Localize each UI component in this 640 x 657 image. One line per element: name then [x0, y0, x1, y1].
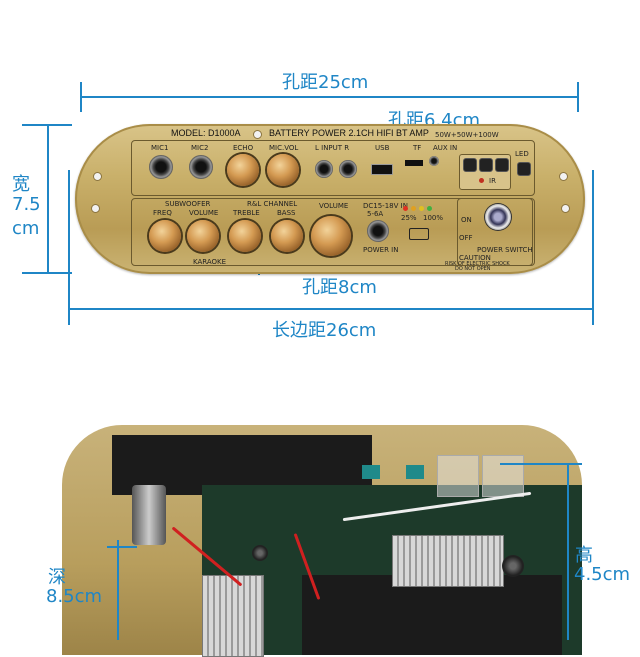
on-label: ON — [461, 216, 472, 224]
volume-main-knob[interactable] — [311, 216, 351, 256]
usb-label: USB — [375, 144, 390, 152]
aux-in-jack[interactable] — [429, 156, 439, 166]
usb-port[interactable] — [371, 164, 393, 175]
battery-led-2 — [411, 206, 416, 211]
battery-led-1 — [403, 206, 408, 211]
echo-label: ECHO — [233, 144, 254, 152]
bass-label: BASS — [277, 209, 296, 217]
battery-led-4 — [427, 206, 432, 211]
volume-sub-knob[interactable] — [187, 220, 219, 252]
amplifier-front-panel: MODEL: D1000A BATTERY POWER 2.1CH HIFI B… — [75, 124, 585, 274]
mount-hole-bottom-left — [91, 204, 100, 213]
dim-line-25cm — [80, 96, 579, 98]
led-button[interactable] — [517, 162, 531, 176]
mount-hole-top-left — [93, 172, 102, 181]
pct-100-label: 100% — [423, 214, 444, 222]
echo-knob[interactable] — [227, 154, 259, 186]
freq-knob[interactable] — [149, 220, 181, 252]
bass-knob[interactable] — [271, 220, 303, 252]
power-switch-label: POWER SWITCH — [477, 246, 533, 254]
mount-hole-bottom-right — [561, 204, 570, 213]
karaoke-label: KARAOKE — [193, 258, 227, 266]
mic2-label: MIC2 — [191, 144, 209, 152]
volume-main-label: VOLUME — [319, 202, 349, 210]
dim-label-25cm: 孔距25cm — [282, 72, 369, 93]
dim-label-depth-1: 深 — [48, 567, 66, 588]
dim-line-height — [567, 463, 569, 640]
dc-amp-label: 5-6A — [367, 210, 384, 218]
mount-hole-top-right — [559, 172, 568, 181]
dim-label-depth-2: 8.5cm — [46, 586, 103, 607]
input-r-jack[interactable] — [339, 160, 357, 178]
dim-label-height-2: 4.5cm — [574, 564, 631, 585]
pcb-lower — [302, 575, 562, 655]
ir-led — [479, 178, 484, 183]
battery-icon — [409, 228, 429, 240]
relay-2 — [482, 455, 524, 497]
mic-vol-label: MIC.VOL — [269, 144, 299, 152]
mic-vol-knob[interactable] — [267, 154, 299, 186]
power-rating: 50W+50W+100W — [435, 131, 499, 139]
mic1-label: MIC1 — [151, 144, 169, 152]
teal-connector-1 — [362, 465, 380, 479]
pct-25-label: 25% — [401, 214, 417, 222]
caution-label: CAUTION — [459, 254, 491, 262]
dim-line-26cm — [68, 308, 594, 310]
tf-label: TF — [413, 144, 422, 152]
dim-label-height-1: 高 — [575, 545, 593, 566]
aux-in-label: AUX IN — [433, 144, 458, 152]
volume-sub-label: VOLUME — [189, 209, 219, 217]
top-control-section — [131, 140, 535, 196]
capacitor-2 — [252, 545, 268, 561]
dim-26-right-tick — [592, 170, 594, 325]
dim-line-depth — [117, 540, 119, 640]
dim-depth-tick — [107, 546, 137, 548]
dim-label-26cm: 长边距26cm — [272, 320, 377, 341]
power-in-label: POWER IN — [363, 246, 399, 254]
treble-knob[interactable] — [229, 220, 261, 252]
ir-label: IR — [489, 177, 496, 185]
dim-label-width-2: 7.5 — [12, 194, 41, 215]
dc-in-label: DC15-18V IN — [363, 202, 408, 210]
right-control-section — [457, 198, 533, 266]
heatsink-left — [202, 575, 264, 657]
capacitor-1 — [502, 555, 524, 577]
mic1-jack[interactable] — [149, 155, 173, 179]
freq-label: FREQ — [153, 209, 172, 217]
treble-label: TREBLE — [233, 209, 260, 217]
led-label: LED — [515, 150, 529, 158]
prev-button[interactable] — [463, 158, 477, 172]
dim-line-7-5cm — [47, 124, 49, 274]
dc-power-jack[interactable] — [367, 220, 389, 242]
next-button[interactable] — [495, 158, 509, 172]
teal-connector-2 — [406, 465, 424, 479]
dim-label-width-3: cm — [12, 218, 40, 239]
subwoofer-label: SUBWOOFER — [165, 200, 211, 208]
input-label: L INPUT R — [315, 144, 350, 152]
amplifier-rear-board — [62, 425, 582, 657]
battery-led-3 — [419, 206, 424, 211]
mic2-jack[interactable] — [189, 155, 213, 179]
caution-sub1-label: RISK OF ELECTRIC SHOCK — [445, 261, 510, 267]
off-label: OFF — [459, 234, 473, 242]
tf-slot[interactable] — [405, 160, 423, 166]
ral-channel-label: R&L CHANNEL — [247, 200, 298, 208]
model-label: MODEL: D1000A — [171, 128, 241, 138]
relay-1 — [437, 455, 479, 497]
dim-label-8cm: 孔距8cm — [302, 277, 377, 298]
play-button[interactable] — [479, 158, 493, 172]
caution-sub2-label: DO NOT OPEN — [455, 266, 491, 272]
product-title: BATTERY POWER 2.1CH HIFI BT AMP — [269, 128, 429, 138]
power-switch-rear — [132, 485, 166, 545]
input-l-jack[interactable] — [315, 160, 333, 178]
dim-26-left-tick — [68, 170, 70, 325]
bottom-control-section — [131, 198, 535, 266]
mount-hole-top-center — [253, 130, 262, 139]
dim-height-top-tick — [500, 463, 582, 465]
dim-label-width-1: 宽 — [12, 174, 30, 195]
power-switch[interactable] — [485, 204, 511, 230]
heatsink — [392, 535, 504, 587]
